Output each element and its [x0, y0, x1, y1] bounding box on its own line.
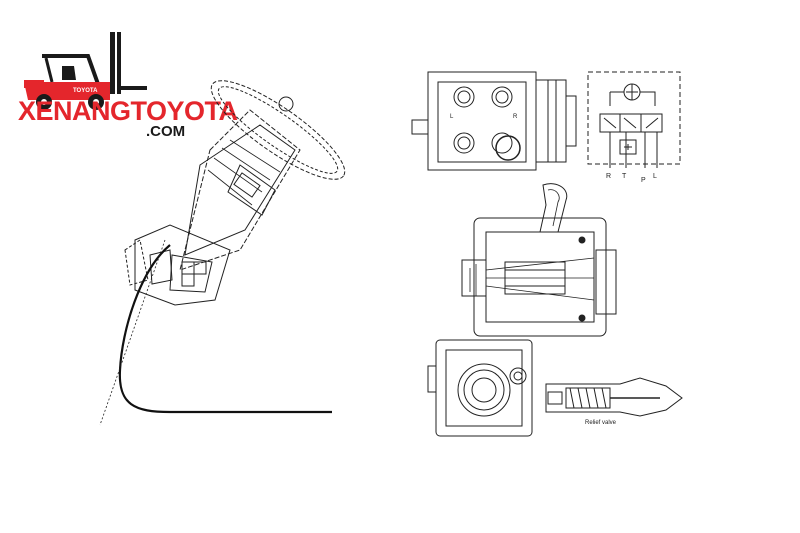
- port-label-l: L: [450, 114, 454, 120]
- forklift-logo-icon: TOYOTA: [24, 32, 147, 110]
- hydraulic-schematic: R T P L: [587, 71, 681, 184]
- brand-domain: .COM: [146, 123, 186, 140]
- steering-unit-front-view: R L: [411, 71, 577, 171]
- port-label-r: R: [513, 114, 518, 120]
- pump-cross-section: [461, 183, 617, 337]
- motor-end-view: [427, 339, 533, 437]
- brand-name: XENANGTOYOTA: [18, 96, 238, 126]
- port-label-p: P: [641, 177, 646, 184]
- steering-column-drawing: [99, 80, 346, 426]
- relief-valve-drawing: [545, 377, 683, 417]
- forklift-badge: TOYOTA: [73, 88, 98, 94]
- port-label-t: T: [622, 173, 627, 180]
- port-label-l: L: [653, 173, 657, 180]
- port-label-r: R: [606, 173, 611, 180]
- relief-valve-label: Relief valve: [585, 420, 617, 426]
